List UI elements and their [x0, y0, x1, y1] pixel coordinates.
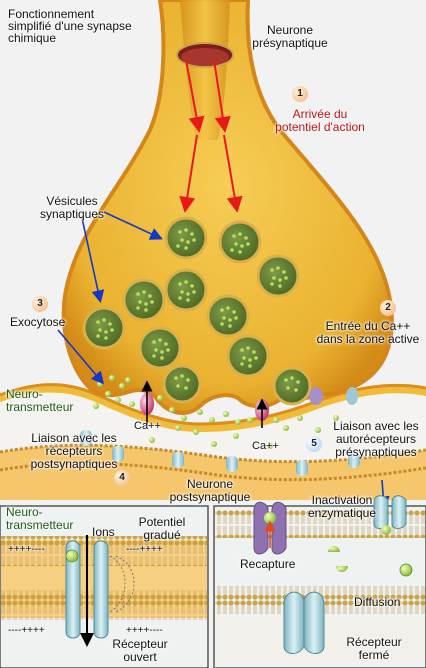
charges-top-left: ++++---- — [8, 544, 45, 555]
vesicle — [206, 294, 250, 338]
calcium-channels — [140, 380, 358, 428]
inset-neurotransmitter-label: Neuro-transmetteur — [6, 505, 74, 532]
vesicle — [122, 278, 166, 322]
step-badge-5: 5 — [306, 436, 322, 452]
inset-closed-receptor — [213, 495, 426, 668]
presynaptic-neuron-label: Neurone présynaptique — [252, 23, 328, 50]
charges-bottom-left: ----++++ — [8, 625, 45, 636]
vesicle — [164, 216, 208, 260]
exocytosis-label: Exocytose — [10, 315, 66, 329]
autoreceptor-binding-label: Liaison avec les autorécepteurs présynap… — [333, 419, 419, 459]
synaptic-vesicles-label: Vésicules synaptiques — [39, 194, 105, 221]
postsynaptic-receptors — [80, 430, 360, 476]
postsynaptic-neuron-label: Neurone postsynaptique — [169, 477, 251, 504]
postsynaptic-binding-label: Liaison avec les récepteurs postsynaptiq… — [30, 431, 118, 471]
enzymatic-inactivation-label: Inactivation enzymatique — [307, 493, 377, 520]
open-receptor-label: Récepteur ouvert — [112, 637, 168, 664]
neurotransmitter-label: Neuro-transmetteur — [6, 387, 74, 414]
vesicle — [218, 220, 262, 264]
calcium-entry-label: Entrée du Ca++ dans la zone active — [316, 319, 420, 346]
step-badge-4: 4 — [114, 470, 130, 486]
step-badge-2: 2 — [380, 300, 396, 316]
step-badge-3: 3 — [32, 296, 48, 312]
vesicle — [162, 364, 202, 404]
vesicle — [164, 268, 208, 312]
reuptake-label: Recapture — [240, 557, 296, 571]
graded-potential-label: Potentiel gradué — [138, 515, 186, 542]
vesicle — [226, 334, 270, 378]
closed-receptor-label: Récepteur fermé — [346, 635, 402, 662]
action-potential-arrows — [179, 59, 243, 213]
ions-label: Ions — [92, 525, 115, 539]
calcium-ion-left-label: Ca++ — [134, 420, 161, 432]
charges-top-right: ----++++ — [126, 544, 163, 555]
vesicle — [272, 366, 312, 406]
calcium-ion-right-label: Ca++ — [252, 440, 279, 452]
charges-bottom-right: ++++---- — [126, 625, 163, 636]
vesicle — [256, 254, 300, 298]
diagram-title: Fonctionnement simplifié d'une synapse c… — [8, 7, 132, 45]
action-potential-label: Arrivée du potentiel d'action — [275, 107, 365, 134]
inset-open-receptor — [0, 505, 209, 668]
vesicle — [82, 306, 126, 350]
step-badge-1: 1 — [292, 86, 308, 102]
vesicles — [82, 216, 312, 406]
diffusion-label: Diffusion — [354, 595, 401, 609]
vesicle — [138, 326, 182, 370]
